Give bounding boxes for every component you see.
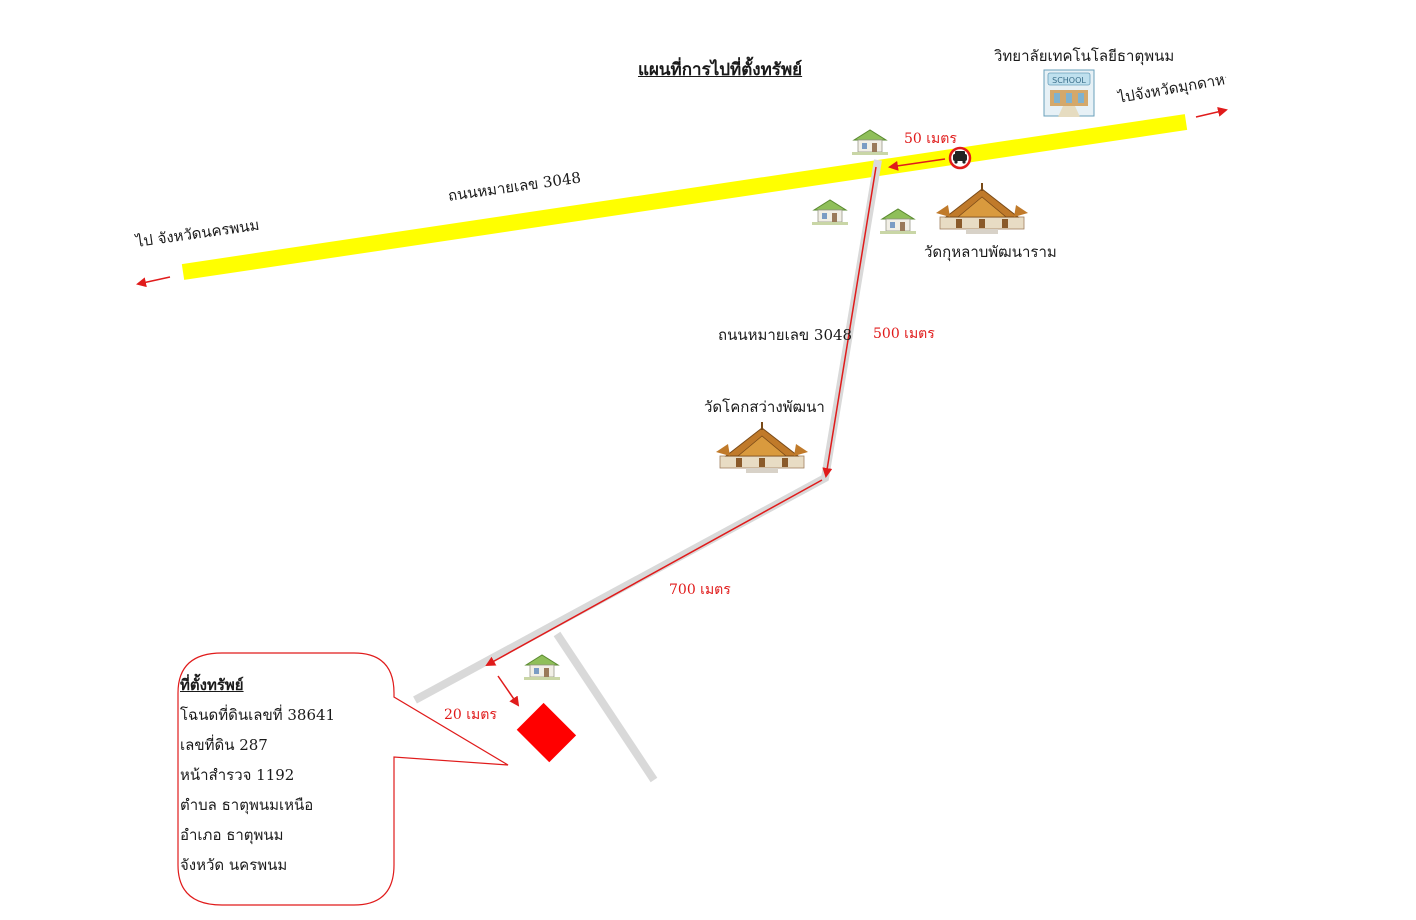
route-segment-4: [497, 675, 520, 707]
property-marker: [516, 702, 577, 763]
route-arrow-right: [1195, 106, 1228, 118]
house-icon: [851, 129, 889, 156]
property-parcel: เลขที่ดิน 287: [180, 736, 268, 754]
property-survey: หน้าสำรวจ 1192: [180, 766, 295, 784]
landmark-temple-gulab-label: วัดกุหลาบพัฒนาราม: [924, 243, 1057, 261]
property-deed: โฉนดที่ดินเลขที่ 38641: [180, 706, 336, 724]
main-road: [181, 114, 1188, 280]
route-arrow-left: [136, 276, 171, 288]
route-segment-2: [822, 166, 877, 478]
property-heading: ที่ตั้งทรัพย์: [180, 676, 244, 694]
school-sign: SCHOOL: [1052, 76, 1086, 85]
property-province: จังหวัด นครพนม: [180, 856, 288, 874]
branch-road: [413, 159, 882, 704]
distance-label-500: 500 เมตร: [873, 326, 935, 342]
house-icon: [879, 208, 917, 235]
school-icon: SCHOOL: [1043, 69, 1095, 117]
route-segment-3: [485, 479, 823, 666]
distance-label-50: 50 เมตร: [904, 131, 957, 147]
property-district: อำเภอ ธาตุพนม: [180, 826, 284, 844]
page-title: แผนที่การไปที่ตั้งทรัพย์: [638, 60, 803, 80]
property-details: ที่ตั้งทรัพย์ โฉนดที่ดินเลขที่ 38641 เลข…: [180, 670, 410, 880]
house-icon: [811, 199, 849, 226]
property-subdistrict: ตำบล ธาตุพนมเหนือ: [180, 796, 314, 814]
distance-label-20: 20 เมตร: [444, 707, 497, 723]
route-segment-1: [888, 158, 946, 171]
property-callout-bubble: [177, 652, 509, 906]
side-road: [553, 631, 658, 783]
temple-icon: [715, 421, 809, 474]
house-icon: [523, 654, 561, 681]
distance-label-700: 700 เมตร: [669, 582, 731, 598]
temple-icon: [935, 182, 1029, 235]
branch-road-label: ถนนหมายเลข 3048: [718, 326, 853, 344]
landmark-school-label: วิทยาลัยเทคโนโลยีธาตุพนม: [994, 47, 1175, 65]
landmark-temple-khoksawang-label: วัดโคกสว่างพัฒนา: [704, 398, 825, 416]
car-icon: [948, 146, 972, 170]
